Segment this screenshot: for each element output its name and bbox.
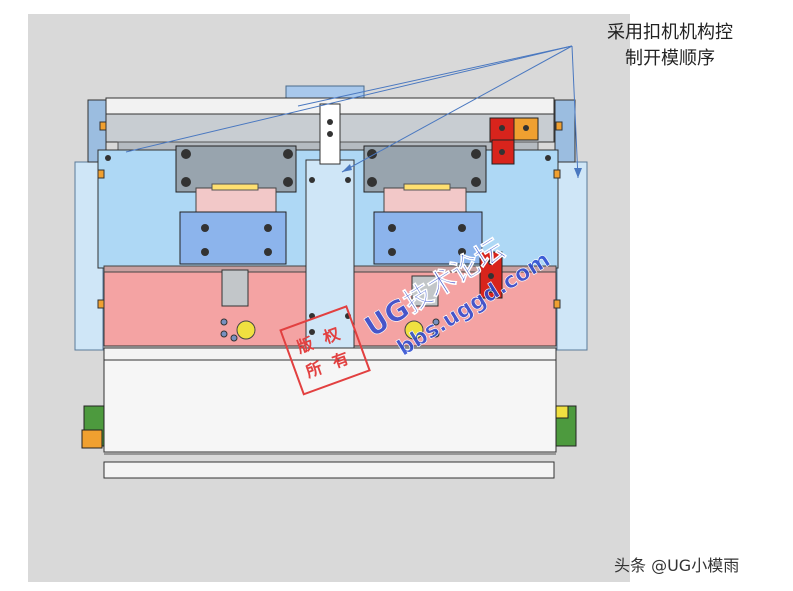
stamp-char-4: 有: [330, 349, 352, 372]
right-side-bracket-yellow: [555, 405, 569, 419]
copyright-stamp-icon: 版 权 所 有: [279, 305, 371, 396]
left-guide-pin: [221, 269, 249, 307]
callout-arrows: [125, 45, 579, 179]
right-insert-yellow: [403, 183, 451, 191]
right-guide-pin: [411, 275, 439, 307]
center-latch-bar: [305, 159, 355, 353]
right-eject-yellow: [404, 320, 424, 340]
left-insert-yellow: [211, 183, 259, 191]
left-side-bracket-orange: [81, 429, 103, 449]
arrow-heads: [342, 164, 582, 178]
left-insert-block: [179, 211, 287, 265]
left-insert-core: [195, 187, 277, 215]
left-eject-yellow: [236, 320, 256, 340]
right-insert-core: [383, 187, 467, 215]
ejector-housing: [103, 359, 557, 453]
latch-mechanism-icon: [479, 117, 539, 299]
small-holes: [220, 318, 440, 342]
stamp-char-1: 版: [293, 334, 315, 358]
right-rail: [554, 99, 576, 163]
right-side-panel: [556, 161, 588, 351]
edge-markers: [97, 121, 563, 309]
stamp-char-2: 权: [320, 324, 343, 348]
bottom-clamp-plate: [103, 461, 555, 479]
author-credit: 头条 @UG小模雨: [614, 556, 740, 575]
callout-line-2: 制开模顺序: [625, 48, 715, 69]
callout-line-1: 采用扣机机构控: [607, 22, 733, 43]
callout-label: 采用扣机机构控 制开模顺序: [580, 20, 760, 72]
stamp-char-3: 所: [303, 358, 325, 381]
